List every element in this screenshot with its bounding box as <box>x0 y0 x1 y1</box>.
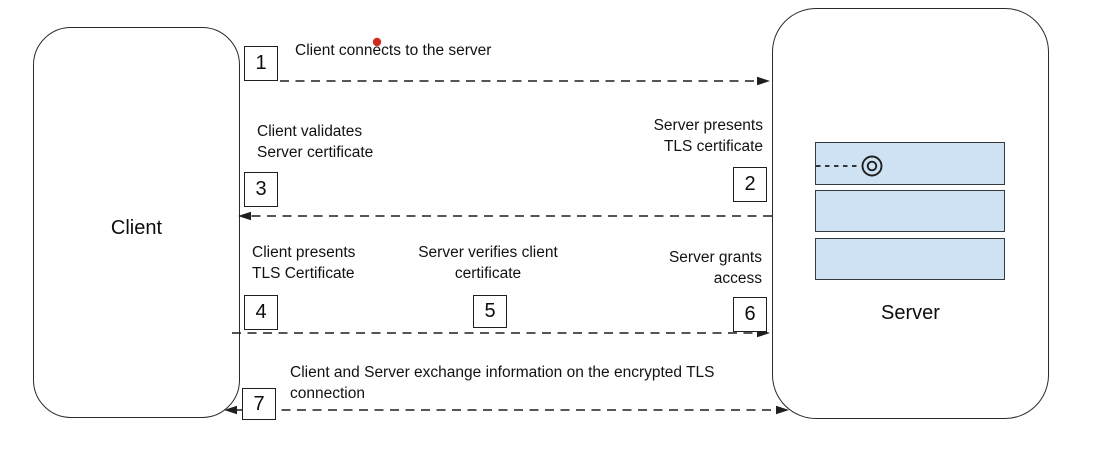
client-node-label: Client <box>110 217 163 239</box>
step-2-label: Server presents TLS certificate <box>653 117 763 155</box>
server-rack-icon <box>815 190 1005 232</box>
server-node: Server <box>772 8 1049 419</box>
step-2-badge: 2 <box>733 167 767 202</box>
server-node-label: Server <box>881 302 940 324</box>
server-rack-icon <box>815 238 1005 280</box>
step-7-badge: 7 <box>242 388 276 420</box>
step-4-badge: 4 <box>244 295 278 330</box>
client-node: Client <box>33 27 240 418</box>
server-rack-icon <box>815 142 1005 185</box>
step-6-badge: 6 <box>733 297 767 332</box>
step-3-badge: 3 <box>244 172 278 207</box>
step-5-badge: 5 <box>473 295 507 328</box>
step-3-label: Client validates Server certificate <box>257 123 374 161</box>
step-4-label: Client presents TLS Certificate <box>252 244 356 282</box>
step-1-badge: 1 <box>244 46 278 81</box>
step-6-label: Server grants access <box>668 249 762 287</box>
step-5-label: Server verifies client certificate <box>418 244 558 282</box>
arrow-1-head-right-icon <box>757 76 770 86</box>
step-7-label: Client and Server exchange information o… <box>290 364 715 402</box>
step-1-label: Client connects to the server <box>295 42 492 59</box>
